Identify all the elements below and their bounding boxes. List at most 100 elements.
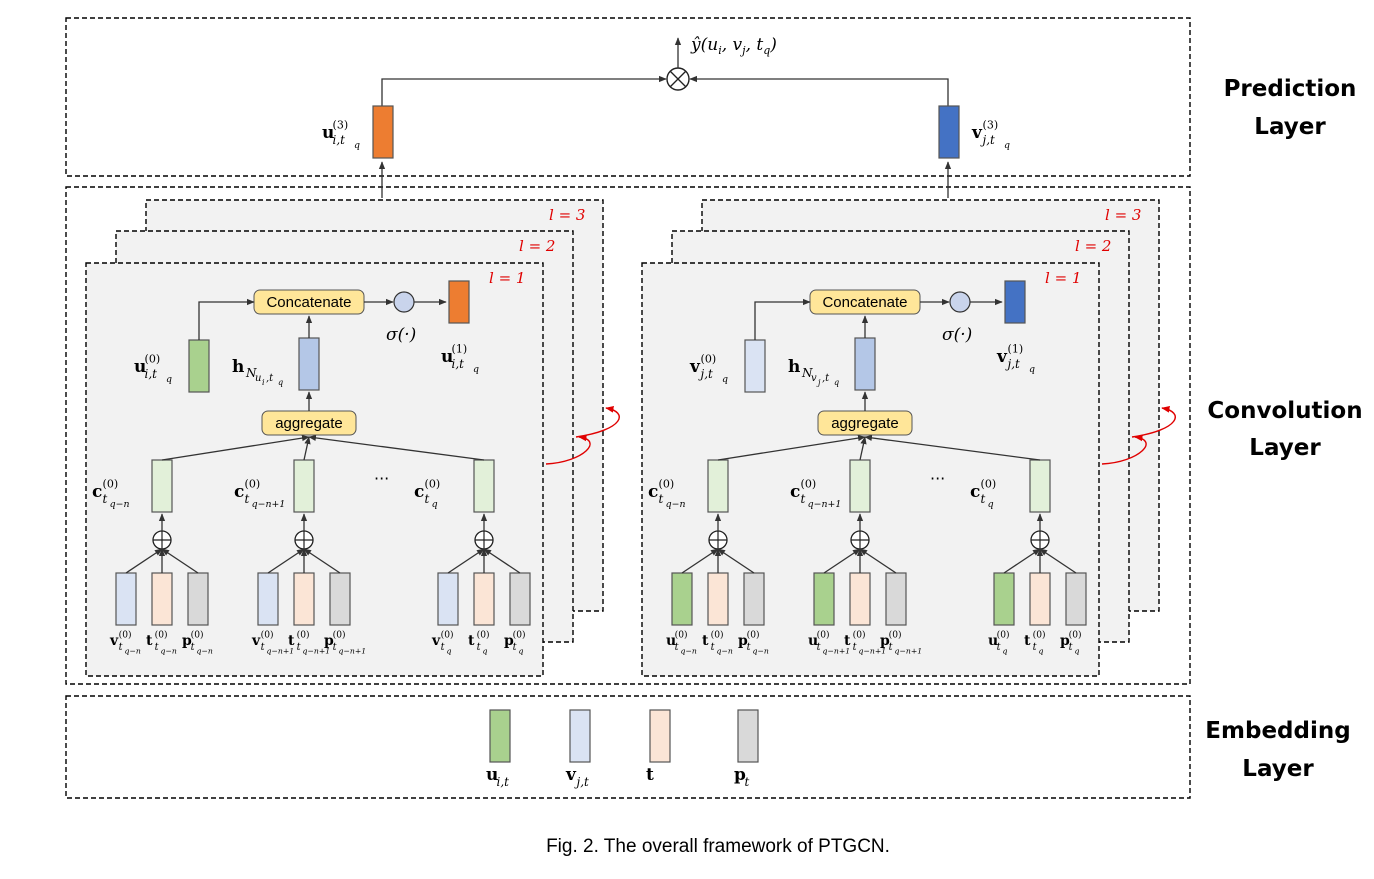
svg-text:q−n+1: q−n+1: [859, 646, 887, 655]
svg-text:t: t: [441, 642, 445, 653]
svg-text:v: v: [251, 633, 261, 649]
self-embedding-vector: [188, 339, 210, 393]
svg-text:q−n: q−n: [161, 646, 177, 655]
svg-text:t: t: [981, 492, 986, 506]
prediction-layer-box: [65, 17, 1191, 177]
svg-text:,t: ,t: [266, 373, 274, 384]
svg-text:h: h: [232, 357, 244, 377]
recurrence-arrow-2: [575, 405, 620, 438]
svg-text:i: i: [262, 378, 265, 387]
svg-text:(1): (1): [1008, 343, 1024, 356]
svg-text:t: t: [477, 642, 481, 653]
elementwise-product-icon: [666, 67, 690, 91]
svg-text:t: t: [155, 642, 159, 653]
svg-text:q−n: q−n: [666, 499, 686, 510]
layer-index-label: l = 3: [1105, 206, 1141, 224]
figure-caption: Fig. 2. The overall framework of PTGCN.: [546, 836, 890, 857]
svg-text:u: u: [322, 123, 334, 143]
ellipsis: ···: [930, 469, 945, 488]
svg-text:(0): (0): [297, 629, 310, 640]
svg-text:t: t: [1024, 633, 1031, 649]
aggregate-label: aggregate: [275, 415, 343, 432]
svg-text:j,t: j,t: [1005, 357, 1020, 371]
recurrence-arrow-1: [1101, 434, 1147, 465]
input-vector: [187, 572, 209, 626]
svg-text:(0): (0): [711, 629, 724, 640]
svg-text:(0): (0): [981, 478, 997, 491]
layer-index-label: l = 1: [1045, 269, 1081, 287]
convolution-layer-box: [65, 186, 1191, 685]
svg-text:v: v: [109, 633, 119, 649]
svg-text:i,t: i,t: [452, 357, 465, 371]
svg-text:(0): (0): [853, 629, 866, 640]
svg-text:p: p: [1060, 633, 1070, 649]
svg-text:q−n+1: q−n+1: [808, 499, 842, 510]
svg-text:(0): (0): [997, 629, 1010, 640]
svg-text:q−n: q−n: [110, 499, 130, 510]
svg-text:t: t: [288, 633, 295, 649]
svg-text:(0): (0): [1033, 629, 1046, 640]
context-vector: [1029, 459, 1051, 513]
svg-text:v: v: [565, 765, 577, 785]
sigma-node: [393, 291, 415, 313]
embedding-vector-label: t: [646, 765, 654, 785]
svg-text:t: t: [468, 633, 475, 649]
svg-text:(0): (0): [477, 629, 490, 640]
layer-index-label: l = 2: [1075, 237, 1111, 255]
svg-text:t: t: [817, 642, 821, 653]
input-vector: [257, 572, 279, 626]
input-vector: [509, 572, 531, 626]
svg-text:t: t: [297, 642, 301, 653]
svg-text:q: q: [519, 646, 524, 655]
svg-text:j,t: j,t: [574, 775, 589, 789]
svg-text:i,t: i,t: [333, 133, 346, 147]
svg-text:q: q: [432, 499, 438, 510]
svg-text:t: t: [747, 642, 751, 653]
svg-text:i,t: i,t: [145, 367, 158, 381]
svg-text:t: t: [745, 775, 750, 789]
svg-text:(0): (0): [513, 629, 526, 640]
layer-index-label: l = 3: [549, 206, 585, 224]
svg-text:(0): (0): [191, 629, 204, 640]
embedding-vector-label: pt: [734, 765, 750, 789]
svg-text:(0): (0): [1069, 629, 1082, 640]
svg-text:u: u: [255, 373, 261, 384]
input-vector: [671, 572, 693, 626]
svg-text:p: p: [504, 633, 514, 649]
input-vector: [885, 572, 907, 626]
svg-text:(0): (0): [145, 353, 161, 366]
svg-text:q−n: q−n: [125, 646, 141, 655]
svg-text:c: c: [970, 482, 980, 502]
input-vector: [1065, 572, 1087, 626]
recurrence-arrow-2: [1131, 405, 1176, 438]
svg-text:t: t: [844, 633, 851, 649]
svg-text:(0): (0): [747, 629, 760, 640]
input-vector: [151, 572, 173, 626]
svg-text:v: v: [811, 373, 817, 384]
embedding-layer-label: Embedding Layer: [1205, 718, 1350, 782]
context-vector: [151, 459, 173, 513]
svg-text:(0): (0): [155, 629, 168, 640]
sigma-label: σ(·): [942, 325, 972, 345]
svg-text:q−n: q−n: [717, 646, 733, 655]
sum-node: [474, 530, 494, 550]
svg-text:q: q: [166, 374, 172, 385]
